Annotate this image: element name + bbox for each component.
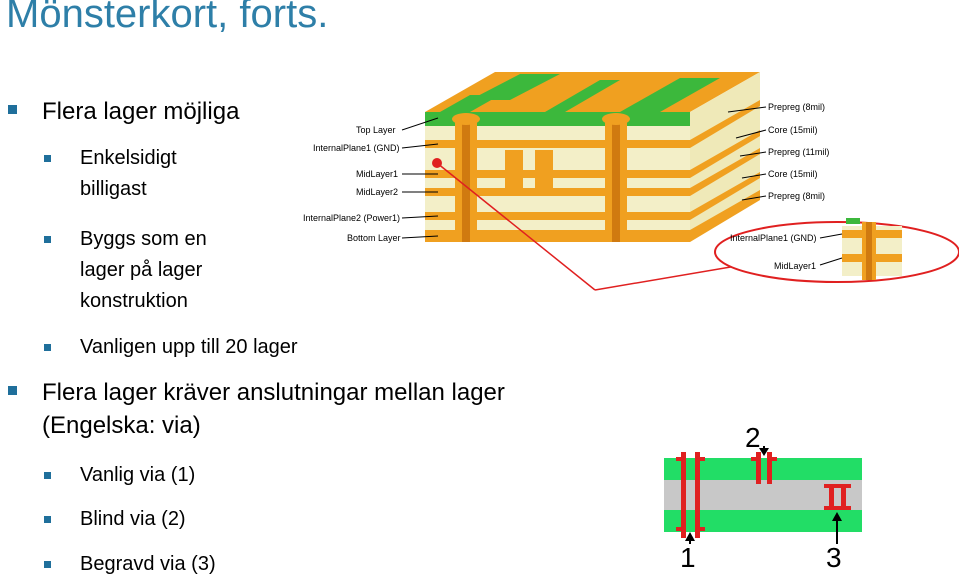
- label-bottom-layer: Bottom Layer: [347, 233, 401, 243]
- via-types-figure: 1 2 3: [664, 422, 862, 573]
- zoom-ellipse: [714, 221, 959, 283]
- via-through-wall: [681, 452, 686, 538]
- bullet-byggs-cont1: lager på lager: [80, 259, 203, 281]
- label-internalplane2: InternalPlane2 (Power1): [303, 213, 400, 223]
- pcb-prepreg: [425, 178, 690, 188]
- via-label-3: 3: [826, 542, 842, 573]
- label-prepreg-8mil-2: Prepreg (8mil): [768, 191, 825, 201]
- pcb-plane-power: [425, 212, 690, 220]
- zoom-label-midlayer1: MidLayer1: [774, 261, 816, 271]
- pcb-prepreg: [425, 220, 690, 230]
- callout-line: [436, 162, 596, 291]
- pcb-trace: [440, 95, 500, 112]
- label-internalplane1: InternalPlane1 (GND): [313, 143, 400, 153]
- bullet-flera-lager: Flera lager möjliga: [42, 98, 240, 125]
- label-midlayer1: MidLayer1: [356, 169, 398, 179]
- label-prepreg-8mil: Prepreg (8mil): [768, 102, 825, 112]
- pcb-trace: [470, 74, 560, 100]
- label-top-layer: Top Layer: [356, 125, 396, 135]
- pcb-trace: [620, 78, 720, 112]
- bullet-anslutningar-cont: (Engelska: via): [42, 412, 201, 439]
- label-core-15mil-2: Core (15mil): [768, 169, 818, 179]
- pcb-midlayer2: [425, 188, 690, 196]
- bullet-begravd-via: Begravd via (3): [80, 553, 216, 575]
- bullet-marker: [8, 105, 17, 114]
- bullet-marker: [44, 561, 51, 568]
- via-top-layer: [664, 458, 862, 480]
- zoom-label-internalplane1: InternalPlane1 (GND): [730, 233, 817, 243]
- pcb-trace: [545, 80, 620, 112]
- label-core-15mil: Core (15mil): [768, 125, 818, 135]
- pcb-plane-gnd: [425, 140, 690, 148]
- via-blind-wall: [756, 452, 761, 484]
- bullet-marker: [44, 516, 51, 523]
- bullet-marker: [44, 344, 51, 351]
- bullet-byggs-cont2: konstruktion: [80, 290, 188, 312]
- bullet-vanligen: Vanligen upp till 20 lager: [80, 336, 298, 358]
- slide-title: Mönsterkort, forts.: [6, 0, 329, 36]
- via-label-1: 1: [680, 542, 696, 573]
- bullet-marker: [44, 155, 51, 162]
- bullet-anslutningar: Flera lager kräver anslutningar mellan l…: [42, 379, 505, 406]
- label-midlayer2: MidLayer2: [356, 187, 398, 197]
- bullet-blind-via: Blind via (2): [80, 508, 186, 530]
- bullet-byggs: Byggs som en: [80, 228, 207, 250]
- pcb-midlayer1: [425, 170, 690, 178]
- via-buried-wall: [829, 484, 834, 510]
- pcb-stackup-figure: Top Layer InternalPlane1 (GND) MidLayer1…: [303, 72, 959, 291]
- via-bottom-layer: [664, 510, 862, 532]
- label-prepreg-11mil: Prepreg (11mil): [768, 147, 829, 157]
- bullet-marker: [44, 236, 51, 243]
- bullet-enkelsidigt-cont: billigast: [80, 178, 147, 200]
- bullet-marker: [44, 472, 51, 479]
- bullet-marker: [8, 386, 17, 395]
- bullet-vanlig-via: Vanlig via (1): [80, 464, 196, 486]
- via-label-2: 2: [745, 422, 761, 453]
- bullet-enkelsidigt: Enkelsidigt: [80, 147, 177, 169]
- pcb-blind-via: [505, 150, 523, 190]
